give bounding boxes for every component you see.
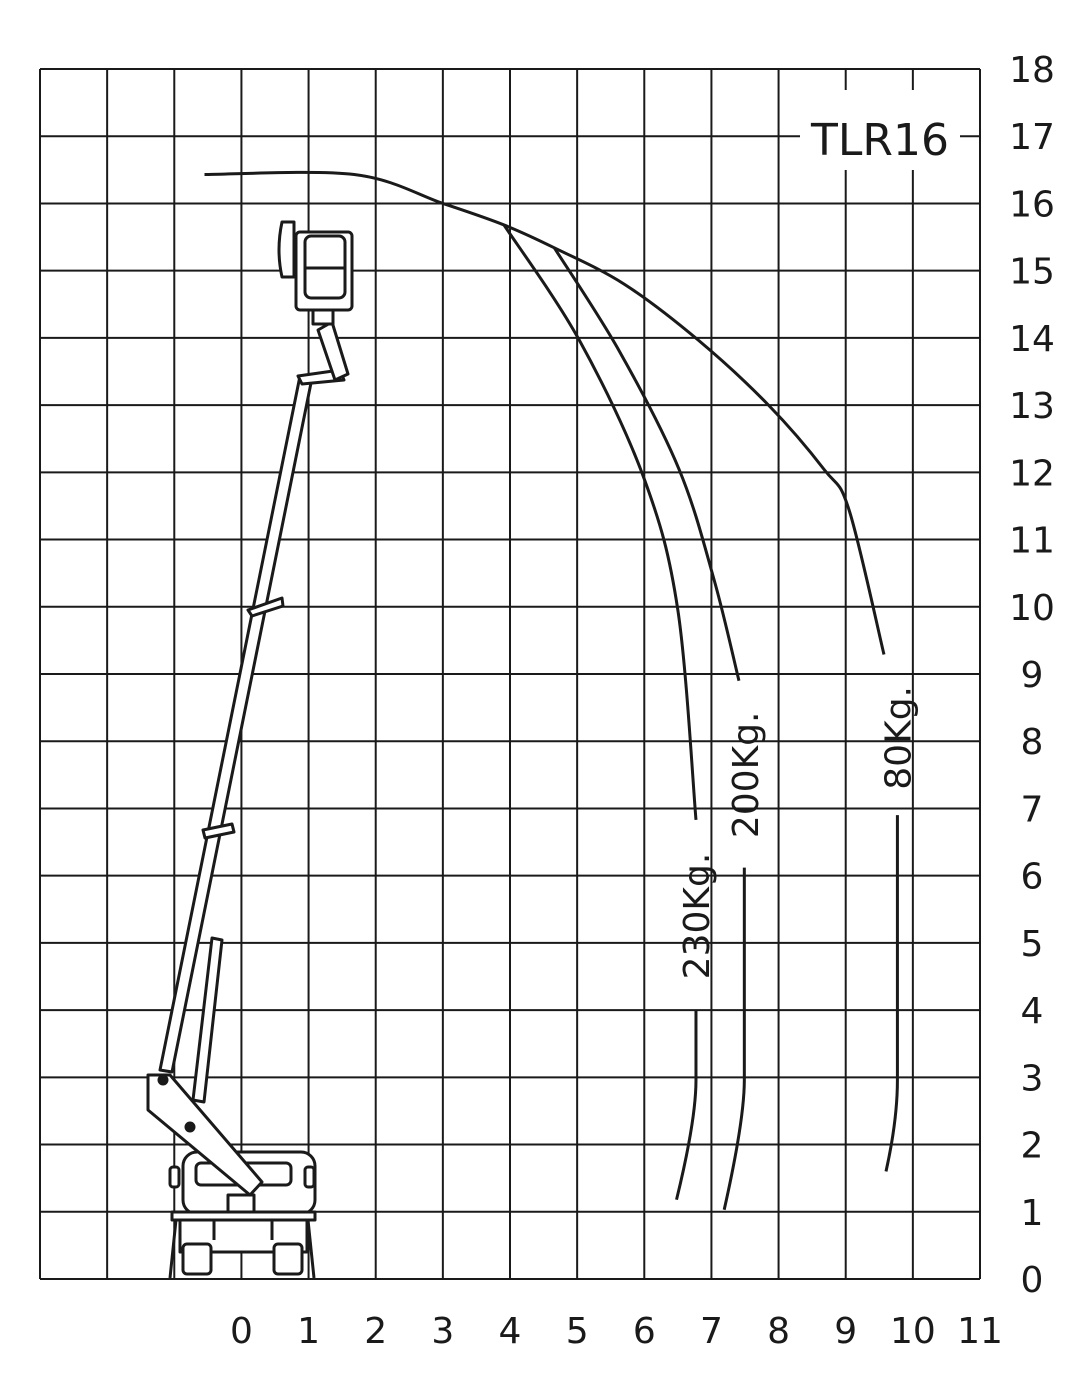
load-curve-2-lower bbox=[722, 867, 746, 1211]
y-tick-label: 5 bbox=[1021, 924, 1044, 965]
curve-labels: 80Kg. 200Kg.230Kg. bbox=[677, 686, 919, 979]
x-tick-label: 3 bbox=[431, 1311, 454, 1352]
y-tick-label: 17 bbox=[1009, 117, 1055, 158]
y-tick-label: 13 bbox=[1009, 386, 1055, 427]
load-curve-1-lower bbox=[884, 815, 899, 1172]
x-tick-label: 7 bbox=[700, 1311, 723, 1352]
x-axis-ticks: 0 1 2 3 4 5 6 7 8 9 10 11 bbox=[230, 1311, 1003, 1352]
x-tick-label: 9 bbox=[834, 1311, 857, 1352]
y-tick-label: 12 bbox=[1009, 453, 1055, 494]
y-tick-label: 0 bbox=[1021, 1260, 1044, 1301]
grid bbox=[39, 68, 981, 1280]
x-tick-label: 1 bbox=[297, 1311, 320, 1352]
y-tick-label: 8 bbox=[1021, 722, 1044, 763]
basket bbox=[277, 220, 354, 326]
x-tick-label: 5 bbox=[566, 1311, 589, 1352]
y-tick-label: 3 bbox=[1021, 1058, 1044, 1099]
y-tick-label: 6 bbox=[1021, 857, 1044, 898]
x-tick-label: 10 bbox=[890, 1311, 936, 1352]
y-tick-label: 10 bbox=[1009, 588, 1055, 629]
boom bbox=[146, 320, 350, 1197]
x-tick-label: 4 bbox=[499, 1311, 522, 1352]
y-tick-label: 2 bbox=[1021, 1126, 1044, 1167]
y-tick-label: 7 bbox=[1021, 789, 1044, 830]
y-tick-label: 1 bbox=[1021, 1193, 1044, 1234]
x-tick-label: 0 bbox=[230, 1311, 253, 1352]
load-curve-2-upper bbox=[553, 247, 741, 682]
y-tick-label: 4 bbox=[1021, 991, 1044, 1032]
y-tick-label: 11 bbox=[1009, 521, 1055, 562]
x-tick-label: 2 bbox=[364, 1311, 387, 1352]
curve-label: 230Kg. bbox=[677, 853, 718, 980]
x-tick-label: 11 bbox=[957, 1311, 1003, 1352]
chart-title: TLR16 bbox=[810, 115, 949, 166]
load-curve-3-lower bbox=[675, 1010, 698, 1201]
load-curve-3-upper bbox=[502, 224, 698, 821]
aerial-platform-truck-drawing bbox=[146, 220, 354, 1279]
curve-label: 200Kg. bbox=[726, 712, 767, 839]
y-tick-label: 15 bbox=[1009, 252, 1055, 293]
y-tick-label: 16 bbox=[1009, 184, 1055, 225]
x-tick-label: 6 bbox=[633, 1311, 656, 1352]
x-tick-label: 8 bbox=[767, 1311, 790, 1352]
y-tick-label: 9 bbox=[1021, 655, 1044, 696]
y-tick-label: 14 bbox=[1009, 319, 1055, 360]
load-curves bbox=[204, 170, 899, 1211]
y-tick-label: 18 bbox=[1009, 50, 1055, 91]
curve-label: 80Kg. bbox=[878, 686, 919, 790]
load-curve-1-upper bbox=[204, 170, 886, 655]
